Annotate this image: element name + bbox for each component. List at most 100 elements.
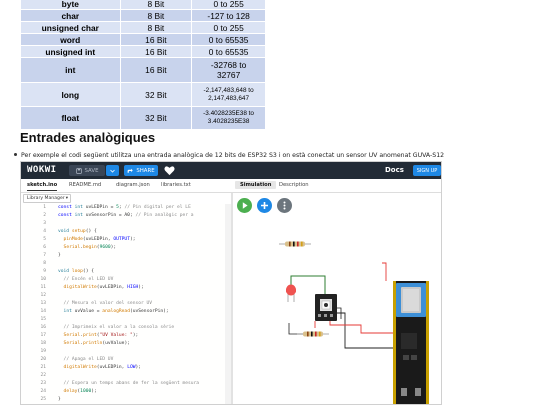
type-name-cell: word	[20, 33, 121, 46]
uv-led[interactable]	[286, 284, 296, 303]
code-line: 12	[21, 292, 231, 300]
line-number: 14	[40, 309, 46, 314]
esp32-s3-board[interactable]	[393, 281, 429, 405]
tab-simulation[interactable]: Simulation	[235, 181, 277, 189]
type-name-cell: byte	[20, 0, 121, 10]
add-part-button[interactable]	[257, 198, 272, 213]
resistor-2[interactable]	[297, 331, 329, 337]
heart-icon[interactable]	[164, 165, 175, 176]
share-label: SHARE	[136, 167, 155, 174]
code-text: digitalWrite(uvLEDPin, HIGH);	[58, 284, 144, 292]
code-token: OUTPUT	[113, 237, 130, 242]
line-number: 1	[43, 205, 46, 210]
code-token: }	[58, 253, 61, 258]
signup-button[interactable]: SIGN UP	[413, 165, 441, 176]
type-name-cell: unsigned char	[20, 21, 121, 34]
code-text: // Apaga el LED UV	[58, 356, 114, 364]
tab-libraries[interactable]: libraries.txt	[161, 182, 191, 188]
code-token: // Imprimeix el valor a la consola sèrie	[63, 325, 175, 330]
code-token: uvLEDPin =	[85, 205, 117, 210]
code-token: 1000	[80, 389, 92, 394]
type-name-cell: unsigned int	[20, 45, 121, 58]
wokwi-toolbar: WOKWI SAVE SHARE Docs SIGN UP	[21, 162, 441, 179]
code-token: );	[129, 237, 136, 242]
more-options-button[interactable]	[277, 198, 292, 213]
code-text: void setup() {	[58, 228, 97, 236]
editor-tab-bar: sketch.ino README.md diagram.json librar…	[21, 179, 441, 193]
code-line: 21 digitalWrite(uvLEDPin, LOW);	[21, 364, 231, 372]
code-token: // Pin analògic per a	[135, 213, 194, 218]
code-line: 23 // Espera un temps abans de fer la se…	[21, 380, 231, 388]
code-text: pinMode(uvLEDPin, OUTPUT);	[58, 236, 136, 244]
code-token: uvSensorPin = A0;	[85, 213, 136, 218]
type-range-cell: 0 to 255	[191, 21, 266, 34]
save-button[interactable]: SAVE	[69, 165, 105, 176]
code-line: 11 digitalWrite(uvLEDPin, HIGH);	[21, 284, 231, 292]
code-token: int	[74, 205, 86, 210]
tab-sketch[interactable]: sketch.ino	[27, 182, 58, 191]
code-token: print	[82, 333, 97, 338]
type-range-cell: -127 to 128	[191, 9, 266, 22]
type-bits-cell: 8 Bit	[119, 0, 193, 10]
line-number: 19	[40, 349, 46, 354]
code-text: // Mesura el valor del sensor UV	[58, 300, 153, 308]
resistor-1[interactable]	[279, 241, 311, 247]
library-manager-select[interactable]: Library Manager▾	[23, 194, 71, 203]
circuit-diagram	[279, 241, 429, 405]
code-token: setup	[71, 229, 86, 234]
code-line: 10 // Encén el LED UV	[21, 276, 231, 284]
type-bits-cell: 16 Bit	[119, 57, 193, 83]
code-token: (	[96, 333, 100, 338]
type-bits-cell: 8 Bit	[119, 21, 193, 34]
code-token: );	[135, 365, 142, 370]
share-button[interactable]: SHARE	[124, 165, 158, 176]
code-token: .	[80, 341, 83, 346]
line-number: 17	[40, 333, 46, 338]
code-token: (uvLEDPin,	[82, 237, 114, 242]
code-line: 15	[21, 316, 231, 324]
code-token: (uvLEDPin,	[96, 365, 128, 370]
line-number: 3	[43, 221, 46, 226]
save-icon	[75, 167, 82, 174]
code-token: (uvSensorPin);	[129, 309, 169, 314]
docs-link[interactable]: Docs	[385, 166, 404, 174]
type-range-line: 32767	[216, 70, 241, 80]
play-button[interactable]	[237, 198, 252, 213]
code-line: 3	[21, 220, 231, 228]
code-line: 18 Serial.println(uvValue);	[21, 340, 231, 348]
code-token: analogRead	[102, 309, 130, 314]
line-number: 9	[43, 269, 46, 274]
line-number: 24	[40, 389, 46, 394]
code-line: 24 delay(1000);	[21, 388, 231, 396]
code-text: Serial.print("UV Value: ");	[58, 332, 139, 340]
code-token: Serial	[63, 333, 81, 338]
code-line: 13 // Mesura el valor del sensor UV	[21, 300, 231, 308]
line-number: 5	[43, 237, 46, 242]
type-range-line: -2,147,483,648 to	[203, 86, 254, 94]
type-range-cell: 0 to 65535	[191, 45, 266, 58]
tab-readme[interactable]: README.md	[69, 182, 102, 188]
uv-sensor-module[interactable]	[315, 294, 337, 321]
code-line: 17 Serial.print("UV Value: ");	[21, 332, 231, 340]
save-label: SAVE	[84, 167, 99, 174]
code-token: () {	[82, 269, 94, 274]
type-bits-cell: 32 Bit	[119, 106, 193, 130]
bullet-item: Per exemple el codi següent utilitza una…	[8, 152, 538, 159]
code-token: pinMode	[63, 237, 83, 242]
pane-divider[interactable]	[231, 193, 233, 404]
code-scrollbar[interactable]	[225, 204, 231, 404]
type-name-cell: float	[20, 106, 121, 130]
tab-diagram[interactable]: diagram.json	[116, 182, 150, 188]
code-token: // Espera un temps abans de fer la següe…	[63, 381, 200, 386]
code-text: delay(1000);	[58, 388, 97, 396]
library-manager-label: Library Manager	[27, 196, 65, 201]
tab-description[interactable]: Description	[279, 182, 309, 188]
save-options-button[interactable]	[106, 165, 119, 176]
code-token: int	[63, 309, 75, 314]
code-token: (	[77, 389, 81, 394]
wokwi-logo[interactable]: WOKWI	[27, 165, 57, 175]
